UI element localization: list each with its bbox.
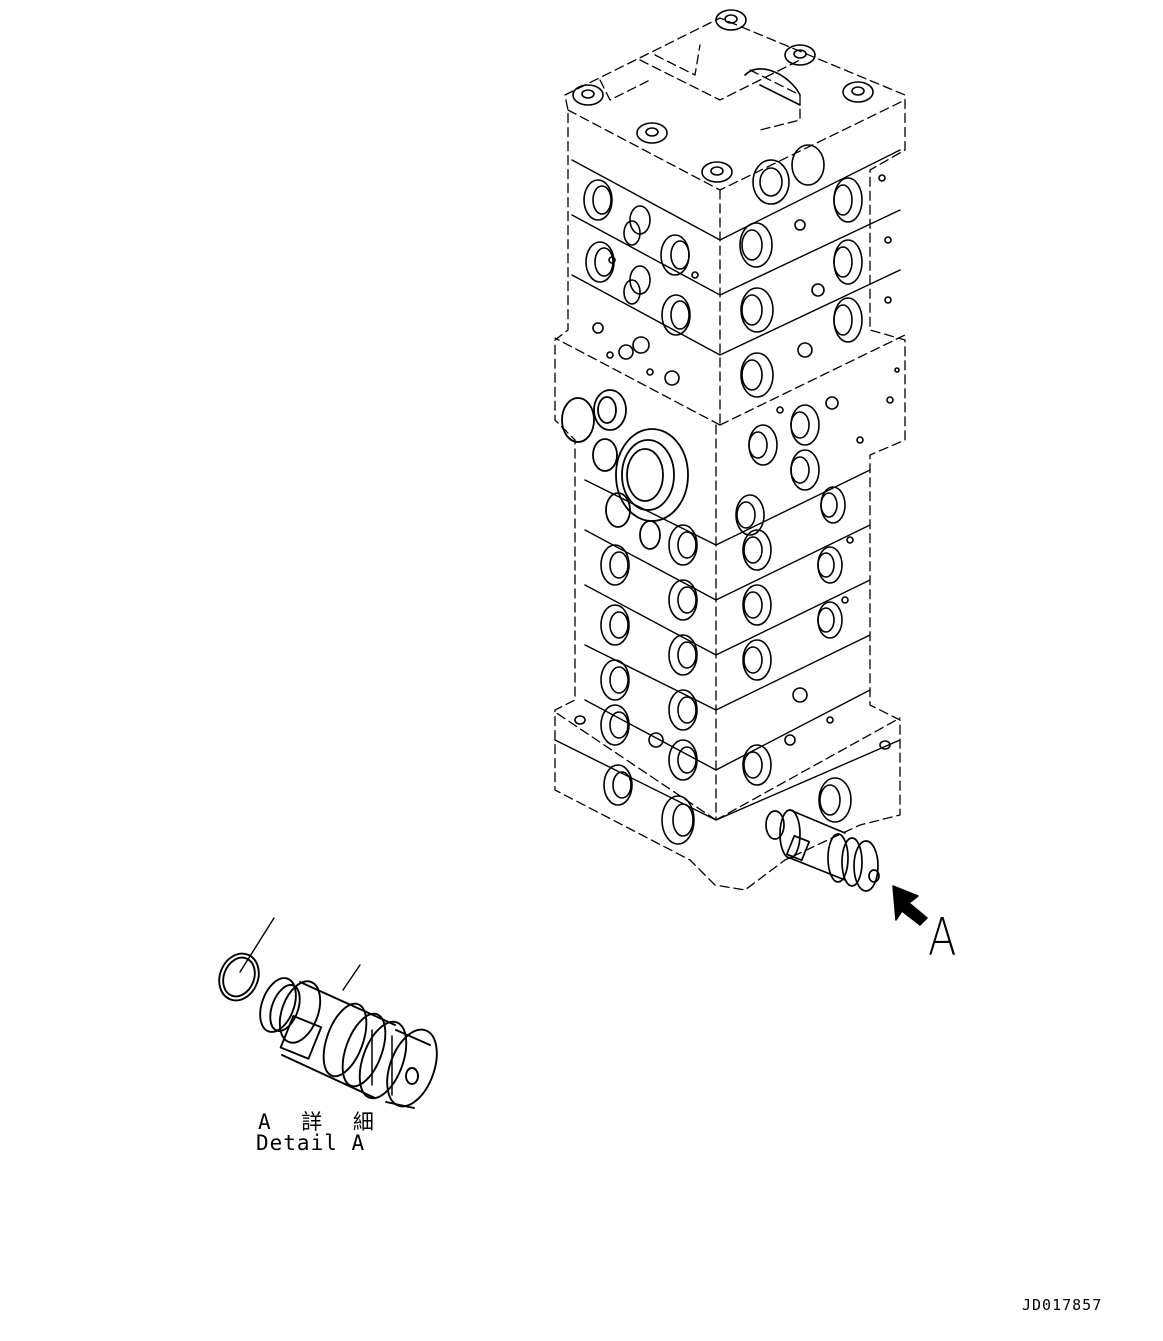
view-direction-arrow: [892, 885, 928, 926]
callout-letter-a: A: [928, 908, 957, 968]
o-ring: [218, 952, 260, 1002]
drawing-number: JD017857: [1022, 1296, 1103, 1314]
detail-title-english: Detail A: [256, 1131, 366, 1155]
valve-cartridge: [259, 977, 438, 1109]
detail-a-view: [218, 917, 438, 1109]
detail-title-japanese: A 詳 細: [258, 1110, 383, 1134]
cartridge-leader-line: [342, 964, 361, 991]
control-valve-assembly: [554, 9, 928, 926]
installed-valve-cartridge: [765, 809, 880, 892]
o-ring-leader-line: [239, 917, 275, 973]
